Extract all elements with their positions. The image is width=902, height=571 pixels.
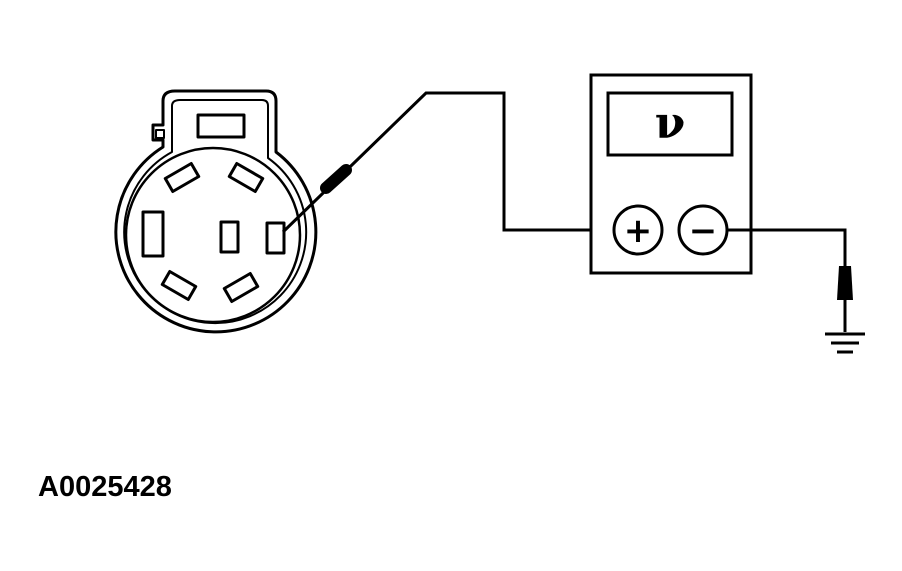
ground-clip-icon <box>837 266 853 300</box>
positive-test-lead <box>281 91 611 234</box>
negative-test-lead <box>727 228 865 354</box>
volt-symbol: ν <box>655 98 686 149</box>
negative-terminal-sign: − <box>689 211 718 251</box>
negative-lead-wire <box>727 228 847 268</box>
pin-cavity-1 <box>163 162 201 193</box>
connector-outer-shell <box>114 89 318 334</box>
connector-latch <box>196 113 246 139</box>
pin-cavity-4 <box>219 220 240 254</box>
ground-symbol-icon <box>825 332 865 354</box>
positive-lead-wire <box>281 91 611 234</box>
pin-cavity-5 <box>265 221 286 255</box>
positive-terminal-sign: + <box>624 211 653 251</box>
pin-cavity-2 <box>227 162 265 193</box>
connector-face <box>124 146 302 324</box>
pin-cavity-6 <box>160 270 198 301</box>
voltmeter-display <box>606 91 734 157</box>
connector-key <box>155 129 165 139</box>
voltmeter: ν + − <box>589 73 753 275</box>
positive-terminal <box>612 204 664 256</box>
figure-id: A0025428 <box>38 471 172 503</box>
pin-cavity-3 <box>141 210 165 258</box>
sensor-connector <box>114 89 318 334</box>
probe-tip-icon <box>320 164 352 194</box>
pin-cavity-7 <box>222 272 260 303</box>
